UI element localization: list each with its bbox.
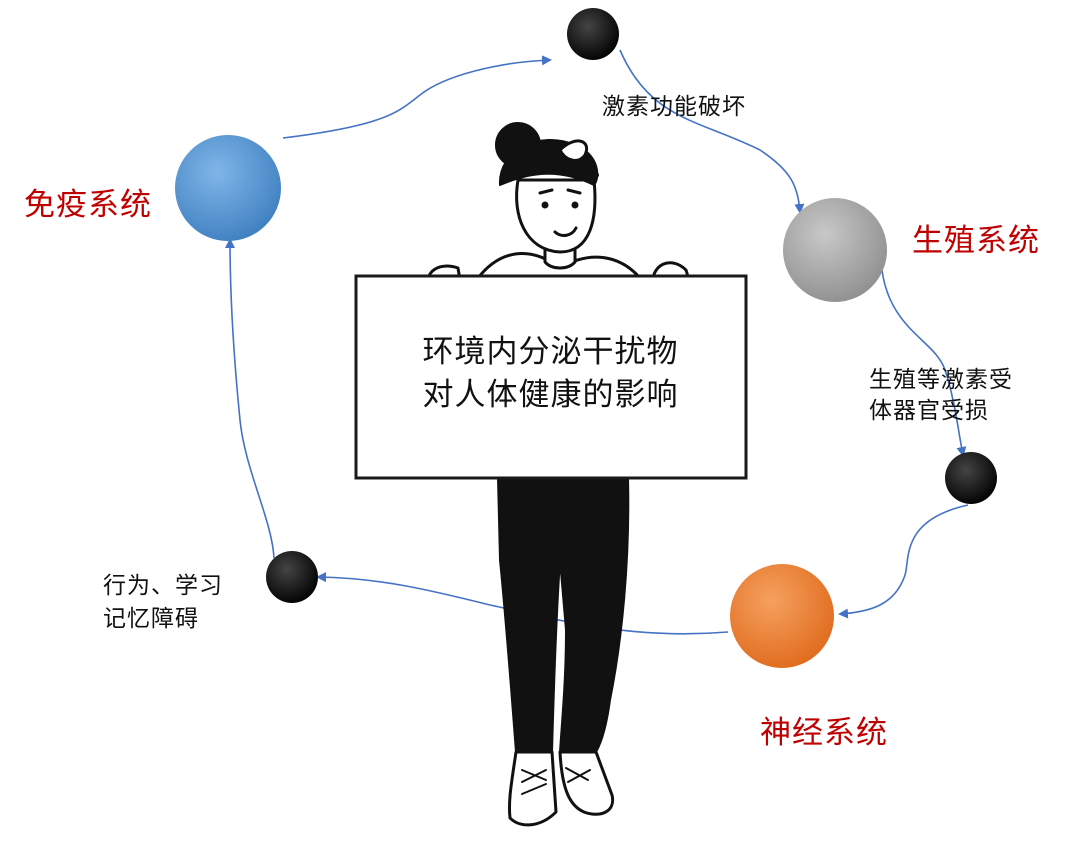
- behavior-effect-label-line-1: 行为、学习: [103, 572, 223, 601]
- sign-title-line-2: 对人体健康的影响: [378, 374, 723, 417]
- person-right-shoe: [560, 752, 613, 814]
- arrow-reproductive-to-receptor: [882, 270, 963, 455]
- sign-title: 环境内分泌干扰物 对人体健康的影响: [378, 331, 723, 417]
- arrow-behavior-to-immune: [230, 240, 274, 558]
- immune-system-label: 免疫系统: [24, 186, 152, 225]
- nervous-system-node: [730, 564, 834, 668]
- behavior-effect-node: [266, 551, 318, 603]
- sign-title-line-1: 环境内分泌干扰物: [378, 331, 723, 374]
- behavior-effect-label-line-2: 记忆障碍: [103, 605, 199, 634]
- receptor-effect-node: [945, 452, 997, 504]
- arrow-receptor-to-nervous: [840, 505, 968, 614]
- immune-system-node: [175, 135, 281, 241]
- person-head: [517, 180, 595, 252]
- nervous-system-label: 神经系统: [760, 714, 888, 753]
- reproductive-system-label: 生殖系统: [912, 222, 1040, 261]
- receptor-effect-label-line-2: 体器官受损: [869, 397, 989, 426]
- hormone-effect-node: [567, 8, 619, 60]
- person-legs: [498, 478, 628, 752]
- arrow-hormone-to-reproductive: [620, 50, 800, 212]
- hormone-effect-label: 激素功能破坏: [602, 93, 746, 122]
- person-left-shoe: [509, 752, 556, 825]
- reproductive-system-node: [783, 198, 887, 302]
- receptor-effect-label-line-1: 生殖等激素受: [869, 366, 1013, 395]
